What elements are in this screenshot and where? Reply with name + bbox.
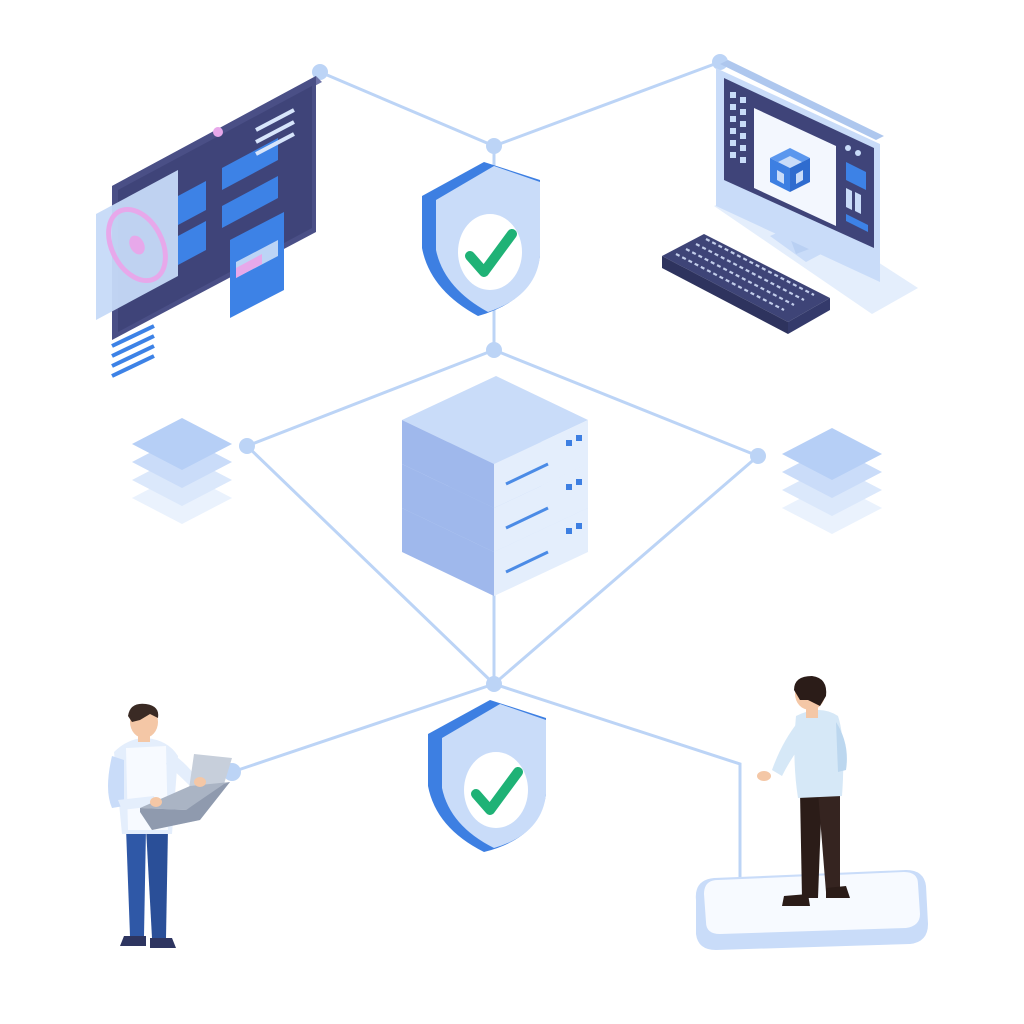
node bbox=[486, 342, 502, 358]
layers-icon bbox=[782, 428, 882, 534]
node bbox=[239, 438, 255, 454]
node bbox=[712, 54, 728, 70]
line-left-bottom bbox=[245, 444, 496, 686]
person-standing-icon bbox=[757, 676, 850, 906]
platform-icon bbox=[695, 870, 928, 950]
node bbox=[750, 448, 766, 464]
line-right-bottom bbox=[493, 454, 759, 686]
person-with-laptop-icon bbox=[108, 703, 232, 948]
shield-check-icon bbox=[428, 700, 546, 852]
layers-icon bbox=[132, 418, 232, 524]
line-bottom-platform bbox=[493, 682, 742, 888]
shield-check-icon bbox=[422, 162, 540, 316]
line-hub-right bbox=[493, 348, 759, 458]
monitor-dashboard-icon bbox=[96, 76, 322, 378]
keyboard-icon bbox=[662, 234, 830, 334]
line-top-left bbox=[319, 70, 495, 148]
line-hub-left bbox=[246, 348, 495, 448]
desktop-computer-icon bbox=[714, 60, 918, 314]
line-bottom-laptop bbox=[231, 682, 495, 774]
node bbox=[486, 138, 502, 154]
line-top-right bbox=[493, 60, 721, 148]
node bbox=[486, 676, 502, 692]
server-stack-icon bbox=[402, 376, 588, 596]
